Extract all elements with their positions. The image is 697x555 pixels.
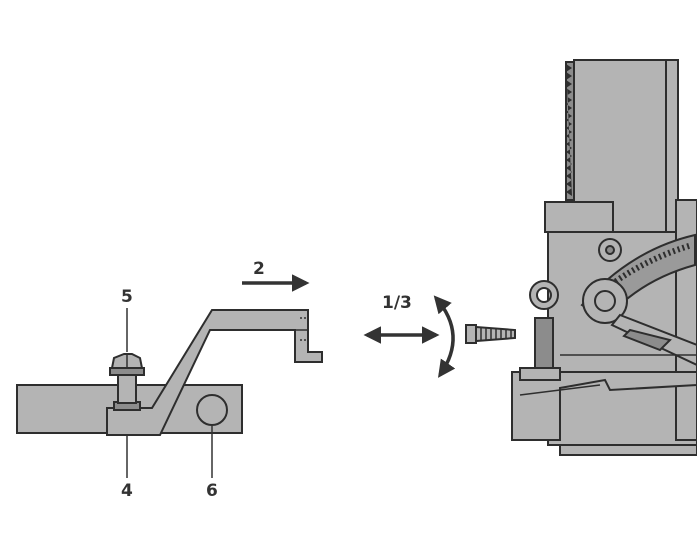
machine-assembly bbox=[511, 59, 697, 456]
label-bolt: 5 bbox=[121, 287, 133, 307]
label-hole: 6 bbox=[206, 481, 218, 501]
bolt-5 bbox=[109, 353, 145, 411]
eye-bolt bbox=[528, 280, 560, 374]
screw bbox=[465, 324, 516, 344]
label-bracket: 4 bbox=[121, 481, 133, 501]
label-adjust-direction: 1/3 bbox=[382, 293, 412, 313]
rotate-arrow-icon bbox=[433, 295, 456, 378]
bracket-4 bbox=[106, 309, 323, 436]
hole-6 bbox=[196, 394, 228, 426]
label-push-direction: 2 bbox=[253, 259, 265, 279]
